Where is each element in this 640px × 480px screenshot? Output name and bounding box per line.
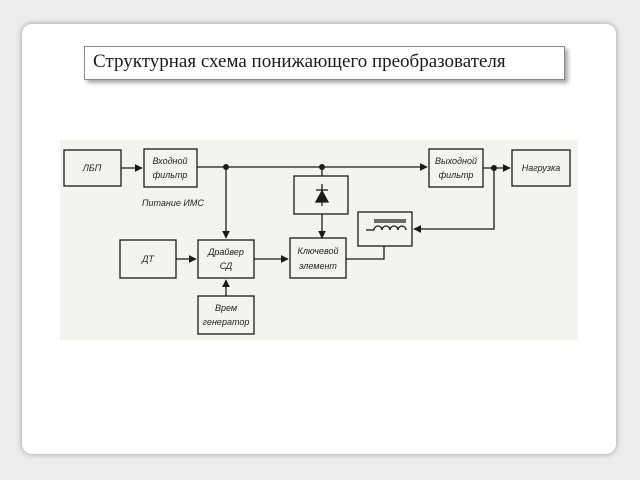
block-output-filter-label-1: Выходной bbox=[435, 156, 477, 166]
connector-load-feedback bbox=[413, 168, 495, 233]
block-generator-label-1: Врем bbox=[215, 303, 237, 313]
block-load-label: Нагрузка bbox=[522, 163, 561, 173]
power-ims-label: Питание ИМС bbox=[142, 198, 204, 208]
block-lbp-label: ЛБП bbox=[82, 163, 102, 173]
junction-dot bbox=[491, 165, 497, 171]
title-box: Структурная схема понижающего преобразов… bbox=[84, 46, 565, 80]
block-driver-label-1: Драйвер bbox=[207, 247, 244, 257]
block-key bbox=[289, 237, 347, 279]
block-key-label-2: элемент bbox=[299, 261, 337, 271]
block-diagram-svg: ЛБП Входной фильтр Выходной фильтр Нагру… bbox=[60, 140, 578, 340]
block-output-filter-label-2: фильтр bbox=[439, 170, 474, 180]
block-input-filter-label-1: Входной bbox=[152, 156, 187, 166]
connector-key-to-inductor bbox=[346, 246, 385, 260]
diode-box bbox=[293, 175, 349, 215]
junction-dot bbox=[319, 164, 325, 170]
block-input-filter bbox=[143, 148, 198, 188]
slide-title: Структурная схема понижающего преобразов… bbox=[93, 51, 506, 72]
block-key-label-1: Ключевой bbox=[298, 246, 339, 256]
diode-icon bbox=[314, 184, 330, 206]
junction-dot bbox=[223, 164, 229, 170]
block-driver-label-2: СД bbox=[220, 261, 233, 271]
inductor-icon bbox=[366, 219, 407, 231]
block-generator-label-2: генератор bbox=[203, 317, 250, 327]
block-diagram: ЛБП Входной фильтр Выходной фильтр Нагру… bbox=[60, 140, 578, 340]
inductor-box bbox=[357, 211, 413, 247]
block-dt-label: ДТ bbox=[141, 254, 155, 264]
block-input-filter-label-2: фильтр bbox=[153, 170, 188, 180]
block-load bbox=[511, 149, 571, 187]
